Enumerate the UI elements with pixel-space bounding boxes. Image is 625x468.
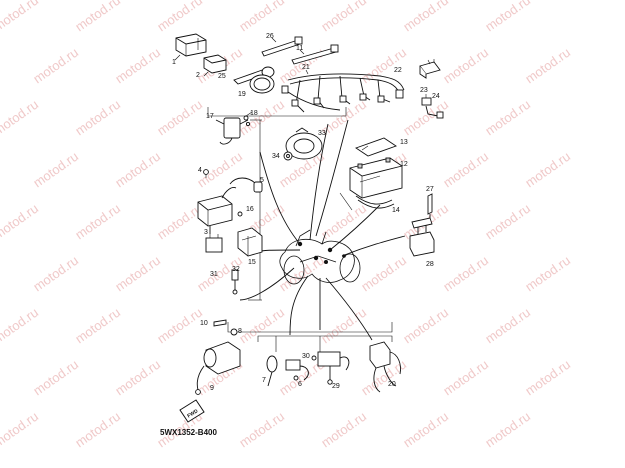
- callout-19: 19: [238, 91, 246, 98]
- callout-2: 2: [196, 72, 200, 79]
- part-31-relay[interactable]: [205, 234, 223, 253]
- part-21-wire-harness[interactable]: [281, 69, 405, 113]
- part-13-battery-cover[interactable]: [355, 137, 397, 157]
- callout-33: 33: [318, 130, 326, 137]
- part-9-starter-motor[interactable]: [195, 341, 241, 395]
- callout-31: 31: [210, 271, 218, 278]
- part-22-connector[interactable]: [419, 59, 441, 79]
- part-30-bolt[interactable]: [311, 355, 317, 361]
- part-6-switch[interactable]: [285, 359, 309, 381]
- part-11-cable-tie[interactable]: [291, 44, 339, 65]
- part-26-cable-tie[interactable]: [261, 36, 303, 57]
- callout-8: 8: [238, 328, 242, 335]
- fwd-label: FWD: [186, 408, 199, 419]
- callout-23: 23: [420, 87, 428, 94]
- part-34-horn-bolt[interactable]: [283, 151, 293, 161]
- connection-lines: [239, 119, 406, 341]
- part-24-terminal[interactable]: [425, 105, 444, 119]
- part-28-fuse-holder[interactable]: [409, 217, 435, 257]
- part-1-cdi-unit[interactable]: [174, 33, 207, 61]
- part-29-regulator[interactable]: [317, 351, 350, 385]
- part-15-rectifier[interactable]: [237, 227, 263, 257]
- callout-32: 32: [232, 266, 240, 273]
- callout-20: 20: [388, 381, 396, 388]
- group-brackets: [207, 107, 393, 352]
- callout-24: 24: [432, 93, 440, 100]
- part-12-battery[interactable]: [349, 157, 403, 199]
- callout-25: 25: [218, 73, 226, 80]
- callout-12: 12: [400, 161, 408, 168]
- callout-13: 13: [400, 139, 408, 146]
- part-20-switch[interactable]: [369, 341, 401, 393]
- callout-10: 10: [200, 320, 208, 327]
- callout-29: 29: [332, 383, 340, 390]
- callout-34: 34: [272, 153, 280, 160]
- part-17-starter-relay[interactable]: [215, 115, 249, 145]
- part-3-ignition-coil[interactable]: [197, 187, 237, 234]
- callout-30: 30: [302, 353, 310, 360]
- callout-1: 1: [172, 59, 176, 66]
- part-32-sensor[interactable]: [231, 269, 239, 295]
- part-8-switch[interactable]: [230, 328, 238, 336]
- part-2-relay[interactable]: [203, 54, 227, 77]
- callout-26: 26: [266, 33, 274, 40]
- part-5-plug-cap[interactable]: [229, 177, 263, 193]
- part-16-bolt[interactable]: [237, 211, 243, 217]
- callout-4: 4: [198, 167, 202, 174]
- part-18-bolt[interactable]: [245, 111, 253, 127]
- part-14-battery-strap[interactable]: [355, 195, 395, 209]
- part-10-bolt[interactable]: [213, 319, 227, 327]
- forward-direction-badge: FWD: [179, 399, 205, 423]
- part-19-clamp[interactable]: [249, 74, 275, 94]
- callout-6: 6: [298, 381, 302, 388]
- frame-sketch: [279, 229, 361, 285]
- callout-17: 17: [206, 113, 214, 120]
- callout-5: 5: [260, 177, 264, 184]
- diagram-reference-code: 5WX1352-B400: [160, 428, 217, 437]
- callout-14: 14: [392, 207, 400, 214]
- callout-labels: 1 2 26 11 25 21 19 22 23 24 17 18 33 34 …: [172, 33, 440, 392]
- callout-15: 15: [248, 259, 256, 266]
- part-23-clip[interactable]: [421, 94, 432, 106]
- callout-7: 7: [262, 377, 266, 384]
- callout-18: 18: [250, 110, 258, 117]
- callout-16: 16: [246, 206, 254, 213]
- callout-27: 27: [426, 186, 434, 193]
- callout-11: 11: [296, 45, 303, 52]
- callout-3: 3: [204, 229, 208, 236]
- callout-21: 21: [302, 64, 310, 71]
- part-7-sensor[interactable]: [266, 355, 278, 387]
- part-33-horn[interactable]: [285, 127, 323, 160]
- callout-28: 28: [426, 261, 434, 268]
- callout-9: 9: [210, 385, 214, 392]
- callout-22: 22: [394, 67, 402, 74]
- part-4-screw[interactable]: [203, 169, 209, 178]
